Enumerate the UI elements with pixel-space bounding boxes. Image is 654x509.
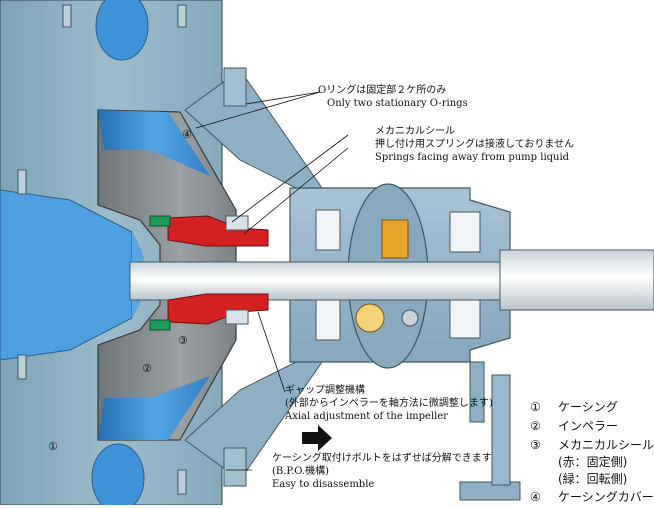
callout-1: ① <box>48 440 58 453</box>
leader-lines <box>195 91 349 471</box>
legend-num-6: ④ <box>530 490 541 504</box>
legend-num-2: ② <box>530 419 541 433</box>
legend-text-4: (赤：固定側) <box>558 455 628 469</box>
legend-text-3: メカニカルシール <box>558 438 654 452</box>
callout-2: ② <box>142 362 152 375</box>
oring-label-ja: Oリングは固定部２ケ所のみ <box>318 85 447 96</box>
legend-text-2: インペラー <box>558 419 619 433</box>
casing-cover <box>184 67 323 487</box>
seal-label-ja-2: 押し付け用スプリングは接液しておりません <box>375 139 575 150</box>
bolt-label-bpo: (B.P.O.機構) <box>272 466 330 477</box>
bolt-label-en: Easy to disassemble <box>272 479 375 490</box>
legend-num-3: ③ <box>530 438 541 452</box>
legend-num-1: ① <box>530 400 541 414</box>
bolt-label-ja: ケーシング取付けボルトをはずせば分解できます <box>272 453 492 464</box>
legend-text-1: ケーシング <box>558 400 618 414</box>
callout-4: ④ <box>182 128 192 141</box>
gap-label-en: Axial adjustment of the impeller <box>285 411 449 422</box>
callout-3: ③ <box>178 334 188 347</box>
seal-label-ja-1: メカニカルシール <box>375 126 455 137</box>
mechanical-seal <box>149 215 269 331</box>
legend-text-6: ケーシングカバー <box>558 490 654 504</box>
arrow-icon <box>302 425 332 451</box>
gap-label-ja-2: (外部からインペラーを軸方法に微調整します) <box>285 398 493 409</box>
oring-label-en: Only two stationary O-rings <box>327 98 468 109</box>
seal-label-en: Springs facing away from pump liquid <box>375 152 570 163</box>
legend-text-5: (緑：回転側) <box>558 472 628 486</box>
shaft <box>129 249 654 311</box>
gap-label-ja-1: ギャップ調整機構 <box>285 385 365 396</box>
